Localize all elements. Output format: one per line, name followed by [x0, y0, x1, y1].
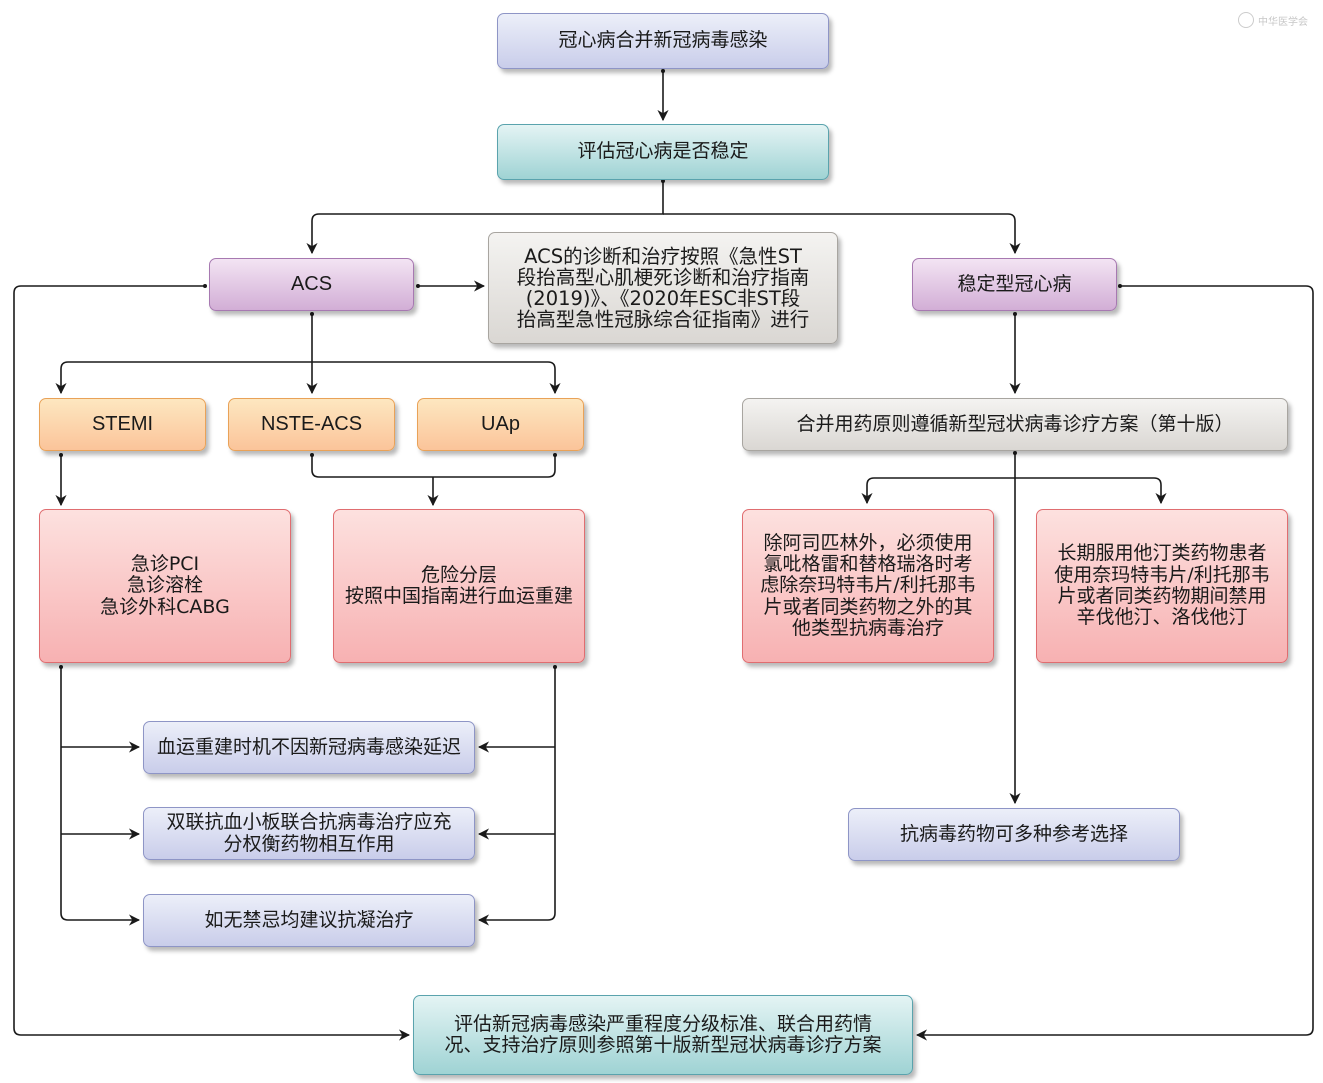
node-acs-guideline: ACS的诊断和治疗按照《急性ST 段抬高型心肌梗死诊断和治疗指南 (2019)》…	[488, 232, 838, 344]
node-stemi: STEMI	[39, 398, 206, 451]
node-final-assessment: 评估新冠病毒感染严重程度分级标准、联合用药情 况、支持治疗原则参照第十版新型冠状…	[413, 995, 913, 1075]
edge-nste-uap-risk	[311, 455, 556, 505]
edge-acs-stemi	[55, 361, 312, 395]
node-emergency-treatment: 急诊PCI 急诊溶栓 急诊外科CABG	[39, 509, 291, 663]
node-nste-acs: NSTE-ACS	[228, 398, 395, 451]
node-combo-principle: 合并用药原则遵循新型冠状病毒诊疗方案（第十版）	[742, 398, 1288, 451]
node-assess-stability: 评估冠心病是否稳定	[497, 124, 829, 180]
watermark-text: 中华医学会	[1258, 16, 1308, 28]
society-logo-icon	[1238, 12, 1254, 28]
watermark: 中华医学会	[1238, 12, 1308, 28]
node-uap: UAp	[417, 398, 584, 451]
node-stable-chd: 稳定型冠心病	[912, 258, 1117, 311]
node-risk-stratification: 危险分层 按照中国指南进行血运重建	[333, 509, 585, 663]
node-anticoagulation: 如无禁忌均建议抗凝治疗	[143, 894, 475, 947]
edge-combo-aspirin	[861, 477, 1015, 505]
edge-combo-statin	[1015, 477, 1167, 505]
node-aspirin-guidance: 除阿司匹林外，必须使用 氯吡格雷和替格瑞洛时考 虑除奈玛特韦片/利托那韦 片或者…	[742, 509, 994, 663]
node-dapt: 双联抗血小板联合抗病毒治疗应充 分权衡药物相互作用	[143, 807, 475, 860]
node-statin-guidance: 长期服用他汀类药物患者 使用奈玛特韦片/利托那韦 片或者同类药物期间禁用 辛伐他…	[1036, 509, 1288, 663]
edge-acs-uap	[312, 361, 561, 395]
edge-emergency-left	[60, 667, 141, 926]
edge-risk-right	[477, 667, 556, 926]
node-revasc-timing: 血运重建时机不因新冠病毒感染延迟	[143, 721, 475, 774]
node-antiviral-options: 抗病毒药物可多种参考选择	[848, 808, 1180, 861]
node-root: 冠心病合并新冠病毒感染	[497, 13, 829, 69]
node-acs: ACS	[209, 258, 414, 311]
